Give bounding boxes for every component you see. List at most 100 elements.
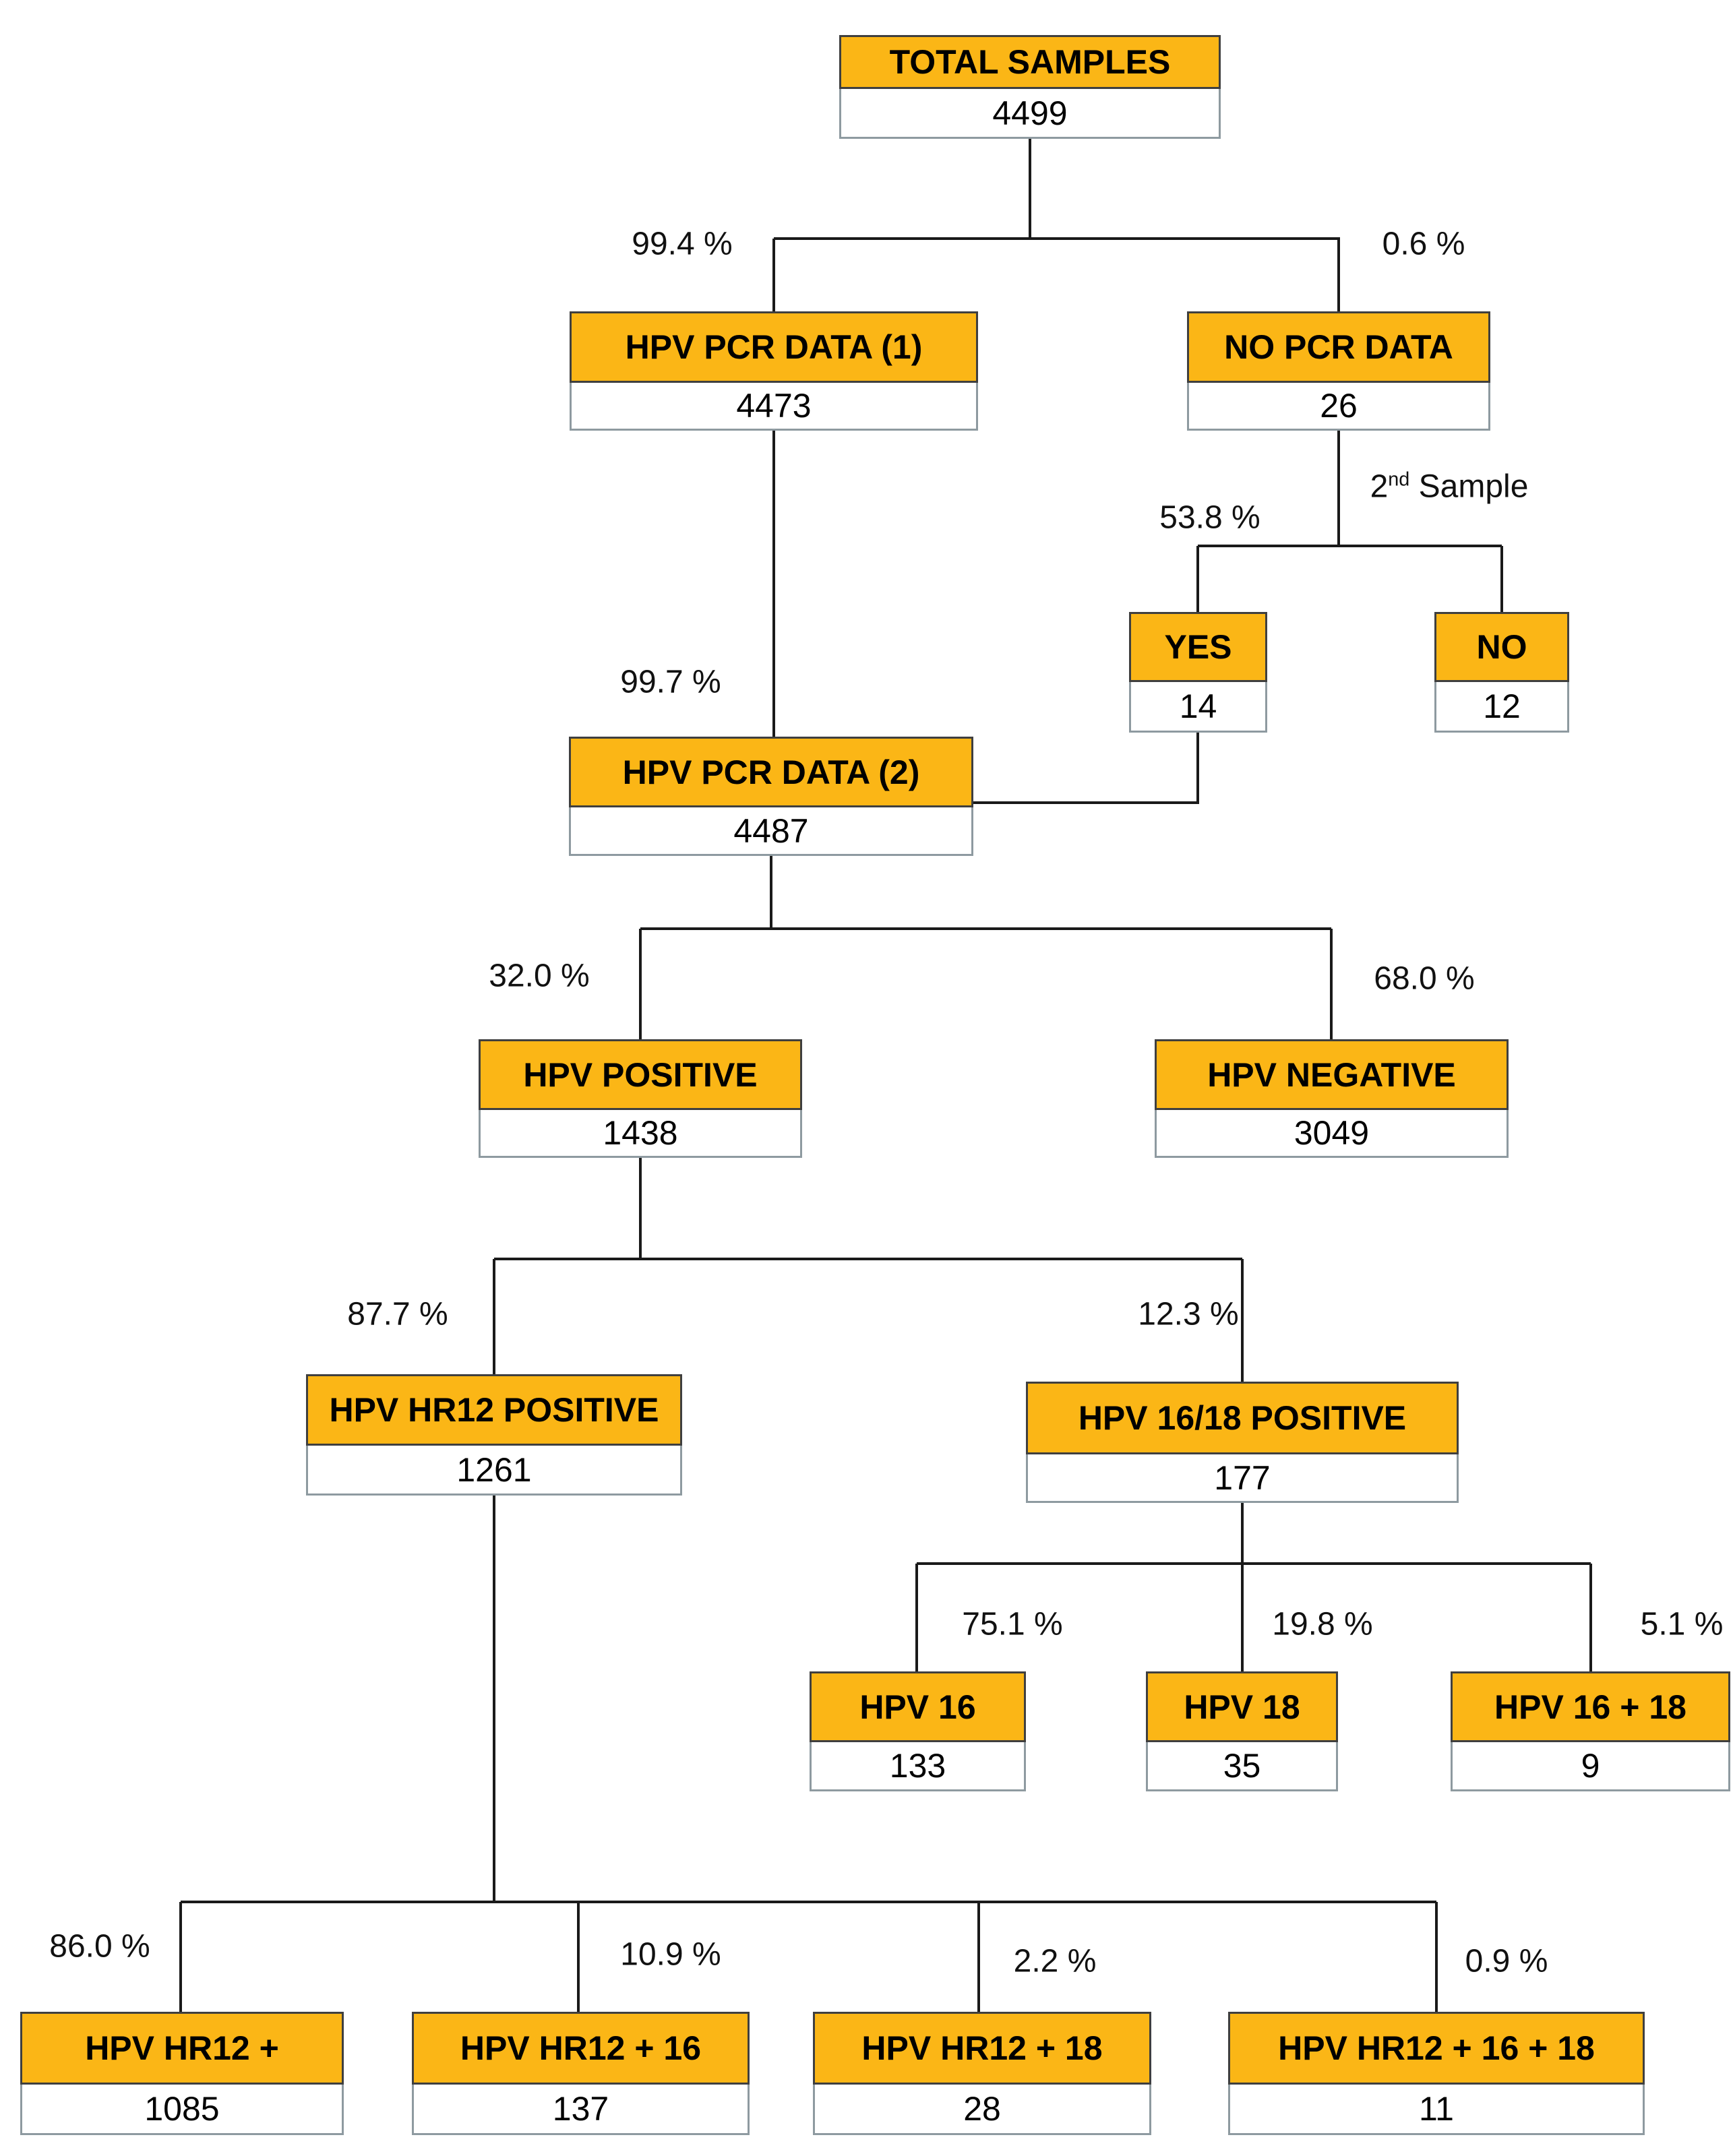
- node-header-no: NO: [1434, 612, 1569, 682]
- connector-line-1: [774, 237, 1340, 240]
- connector-line-22: [1241, 1564, 1244, 1671]
- connector-line-20: [917, 1562, 1591, 1565]
- node-header-total-samples: TOTAL SAMPLES: [839, 35, 1221, 89]
- node-hpv-pcr-data-1: HPV PCR DATA (1)4473: [570, 311, 978, 431]
- node-header-hpv-negative: HPV NEGATIVE: [1155, 1039, 1509, 1110]
- connector-line-6: [1196, 546, 1199, 612]
- label-pct-5-1: 5.1 %: [1640, 1606, 1724, 1642]
- node-value-hpv-16-18-positive: 177: [1026, 1454, 1459, 1503]
- label-second-sample: 2nd Sample: [1370, 468, 1529, 505]
- connector-line-27: [577, 1902, 580, 2012]
- connector-line-5: [1198, 545, 1502, 547]
- node-header-hpv-pcr-data-2: HPV PCR DATA (2): [569, 737, 973, 807]
- label-pct-99-7: 99.7 %: [620, 664, 721, 700]
- node-value-hpv-hr12-plus-16-plus-18: 11: [1228, 2085, 1645, 2135]
- connector-line-3: [1337, 239, 1340, 311]
- label-pct-10-9: 10.9 %: [620, 1936, 721, 1973]
- label-pct-0-6: 0.6 %: [1382, 226, 1465, 262]
- connector-line-4: [1337, 431, 1340, 547]
- node-value-yes: 14: [1129, 682, 1267, 733]
- connector-line-18: [1241, 1259, 1244, 1382]
- connector-line-14: [1330, 929, 1333, 1039]
- label-pct-0-9: 0.9 %: [1465, 1943, 1548, 1979]
- node-header-hpv-positive: HPV POSITIVE: [479, 1039, 802, 1110]
- connector-line-13: [639, 929, 642, 1039]
- connector-line-17: [493, 1259, 495, 1374]
- label-second-sample-rest: Sample: [1409, 468, 1529, 505]
- node-value-no-pcr-data: 26: [1187, 383, 1490, 431]
- node-value-hpv-positive: 1438: [479, 1110, 802, 1158]
- label-pct-87-7: 87.7 %: [347, 1296, 448, 1332]
- label-pct-53-8: 53.8 %: [1159, 499, 1260, 536]
- label-pct-86-0: 86.0 %: [49, 1928, 150, 1965]
- node-value-hpv-pcr-data-2: 4487: [569, 807, 973, 856]
- node-header-hpv-hr12-plus-16-plus-18: HPV HR12 + 16 + 18: [1228, 2012, 1645, 2085]
- connector-line-16: [494, 1258, 1242, 1260]
- node-header-hpv-hr12-plus-16: HPV HR12 + 16: [412, 2012, 750, 2085]
- node-value-no: 12: [1434, 682, 1569, 733]
- label-second-sample-sup: nd: [1388, 468, 1410, 491]
- node-header-yes: YES: [1129, 612, 1267, 682]
- connector-line-28: [977, 1902, 980, 2012]
- connector-line-21: [915, 1564, 918, 1671]
- node-value-hpv-16-plus-18: 9: [1451, 1742, 1730, 1791]
- label-second-sample-base: 2: [1370, 468, 1389, 505]
- label-pct-99-4: 99.4 %: [632, 226, 733, 262]
- label-pct-12-3: 12.3 %: [1138, 1296, 1239, 1332]
- connector-line-12: [640, 927, 1331, 930]
- node-header-hpv-16-18-positive: HPV 16/18 POSITIVE: [1026, 1382, 1459, 1454]
- node-value-hpv-hr12-plus-16: 137: [412, 2085, 750, 2135]
- connector-line-25: [181, 1901, 1436, 1903]
- node-value-hpv-negative: 3049: [1155, 1110, 1509, 1158]
- connector-line-11: [770, 856, 772, 930]
- label-pct-32-0: 32.0 %: [489, 958, 590, 994]
- connector-line-29: [1435, 1902, 1438, 2012]
- node-hpv-pcr-data-2: HPV PCR DATA (2)4487: [569, 737, 973, 856]
- node-header-hpv-hr12-plus-18: HPV HR12 + 18: [813, 2012, 1151, 2085]
- node-header-no-pcr-data: NO PCR DATA: [1187, 311, 1490, 383]
- connector-line-10: [973, 801, 1199, 804]
- node-value-hpv-18: 35: [1146, 1742, 1338, 1791]
- label-pct-19-8: 19.8 %: [1272, 1606, 1373, 1642]
- node-value-total-samples: 4499: [839, 89, 1221, 139]
- connector-line-2: [772, 239, 775, 311]
- node-header-hpv-hr12-plus: HPV HR12 +: [20, 2012, 344, 2085]
- node-header-hpv-hr12-positive: HPV HR12 POSITIVE: [306, 1374, 682, 1446]
- node-value-hpv-16: 133: [810, 1742, 1026, 1791]
- node-value-hpv-hr12-plus-18: 28: [813, 2085, 1151, 2135]
- connector-line-24: [493, 1496, 495, 1903]
- node-header-hpv-18: HPV 18: [1146, 1671, 1338, 1742]
- label-pct-2-2: 2.2 %: [1013, 1943, 1097, 1979]
- node-value-hpv-pcr-data-1: 4473: [570, 383, 978, 431]
- connector-line-9: [1196, 733, 1199, 804]
- node-header-hpv-16-plus-18: HPV 16 + 18: [1451, 1671, 1730, 1742]
- label-pct-75-1: 75.1 %: [962, 1606, 1063, 1642]
- connector-line-7: [1500, 546, 1503, 612]
- connector-line-19: [1241, 1503, 1244, 1565]
- label-pct-68-0: 68.0 %: [1374, 960, 1475, 997]
- node-header-hpv-16: HPV 16: [810, 1671, 1026, 1742]
- connector-line-0: [1029, 139, 1031, 240]
- node-header-hpv-pcr-data-1: HPV PCR DATA (1): [570, 311, 978, 383]
- node-hpv-hr12-plus: HPV HR12 +1085: [20, 2012, 344, 2135]
- node-value-hpv-hr12-positive: 1261: [306, 1446, 682, 1496]
- connector-line-23: [1589, 1564, 1592, 1671]
- node-value-hpv-hr12-plus: 1085: [20, 2085, 344, 2135]
- connector-line-15: [639, 1158, 642, 1260]
- connector-line-26: [179, 1902, 182, 2012]
